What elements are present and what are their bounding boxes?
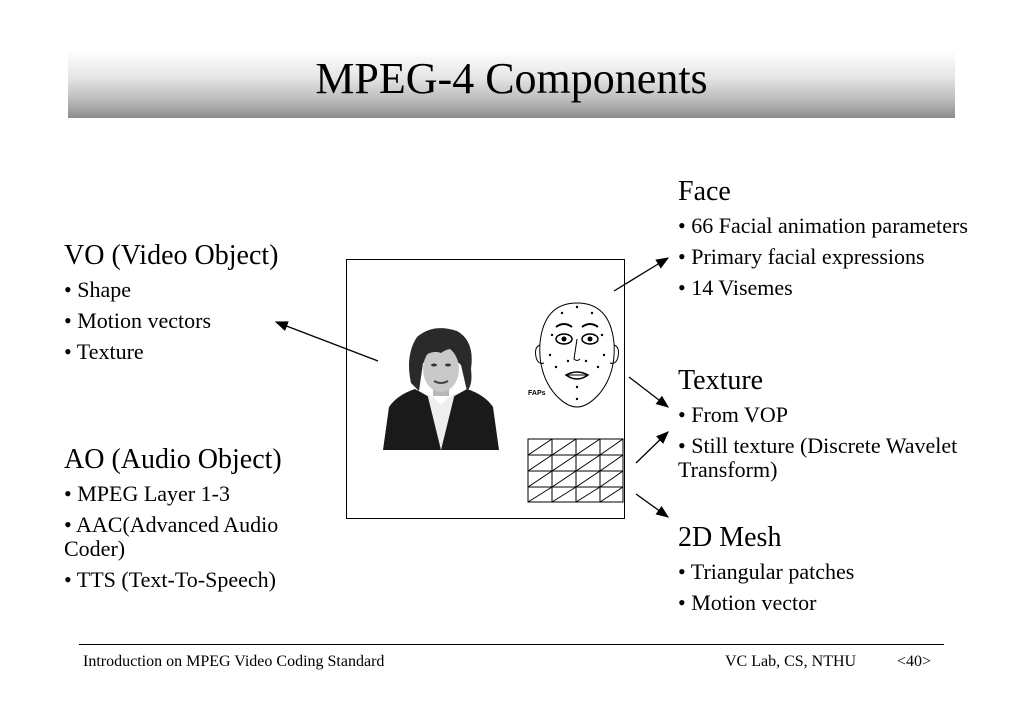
face-section: Face • 66 Facial animation parameters • …: [678, 176, 978, 307]
texture-bullet-still: • Still texture (Discrete Wavelet Transf…: [678, 433, 958, 482]
arrow-to-mesh: [635, 493, 670, 518]
arrow-to-face: [613, 257, 670, 292]
arrow-to-texture-vop: [628, 376, 670, 408]
faps-label: FAPs: [528, 390, 546, 397]
vo-heading: VO (Video Object): [64, 240, 279, 271]
vo-section: VO (Video Object) • Shape • Motion vecto…: [64, 240, 334, 371]
ao-section: AO (Audio Object) • MPEG Layer 1-3 • AAC…: [64, 444, 334, 599]
texture-bullet-vop: • From VOP: [678, 402, 788, 427]
face-heading: Face: [678, 176, 731, 207]
vo-bullet-motion: • Motion vectors: [64, 308, 212, 333]
texture-section: Texture • From VOP • Still texture (Disc…: [678, 365, 978, 489]
vo-bullet-shape: • Shape: [64, 277, 131, 302]
mesh-bullet-motion: • Motion vector: [678, 590, 817, 615]
triangular-mesh-diagram: [527, 438, 624, 503]
ao-heading: AO (Audio Object): [64, 444, 282, 475]
vo-bullet-texture: • Texture: [64, 339, 144, 364]
texture-heading: Texture: [678, 365, 764, 396]
arrow-to-vo: [274, 321, 379, 362]
footer-page-number: <40>: [897, 653, 932, 670]
ao-bullet-tts: • TTS (Text-To-Speech): [64, 567, 276, 592]
footer-divider: [79, 644, 944, 645]
person-video-object-image: [383, 328, 499, 450]
mesh-bullet-patches: • Triangular patches: [678, 559, 855, 584]
face-model-diagram: FAPs: [528, 302, 619, 408]
footer-lab: VC Lab, CS, NTHU: [725, 653, 857, 670]
arrow-to-still-texture: [635, 431, 669, 464]
footer-course-title: Introduction on MPEG Video Coding Standa…: [83, 653, 385, 670]
mesh-heading: 2D Mesh: [678, 522, 782, 553]
ao-bullet-aac: • AAC(Advanced Audio Coder): [64, 512, 279, 561]
ao-bullet-mpeg: • MPEG Layer 1-3: [64, 481, 230, 506]
scene-frame: [346, 259, 625, 519]
face-bullet-visemes: • 14 Visemes: [678, 275, 793, 300]
face-bullet-fap: • 66 Facial animation parameters: [678, 213, 968, 238]
title-bar: [68, 50, 955, 118]
mesh-section: 2D Mesh • Triangular patches • Motion ve…: [678, 522, 978, 622]
slide-title: MPEG-4 Components: [315, 54, 708, 103]
face-bullet-expressions: • Primary facial expressions: [678, 244, 925, 269]
